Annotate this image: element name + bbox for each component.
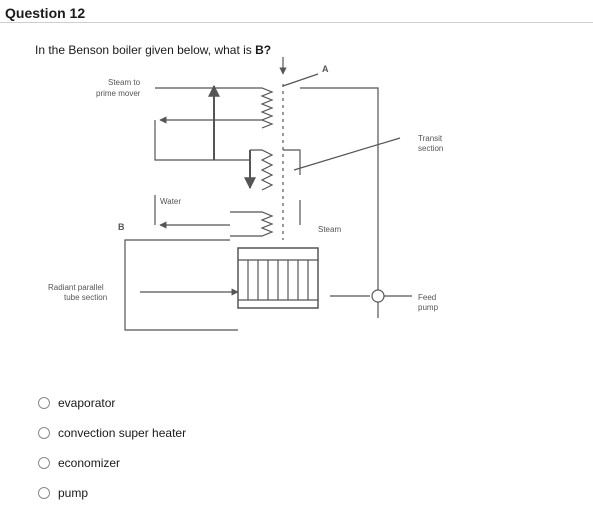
label-pump: pump (418, 303, 439, 312)
label-steam-to: Steam to (108, 78, 141, 87)
pointer-a (282, 73, 319, 87)
label-water: Water (160, 197, 181, 206)
label-steam: Steam (318, 225, 341, 234)
radio-button[interactable] (38, 457, 50, 469)
radiant-section (237, 247, 319, 309)
option-label: evaporator (58, 396, 116, 410)
label-section: section (418, 144, 443, 153)
label-prime-mover: prime mover (96, 89, 141, 98)
label-transit: Transit (418, 134, 443, 143)
option-economizer[interactable]: economizer (38, 448, 186, 478)
label-b: B (118, 222, 125, 232)
answer-options: evaporator convection super heater econo… (38, 388, 186, 508)
radio-button[interactable] (38, 487, 50, 499)
option-convection-super-heater[interactable]: convection super heater (38, 418, 186, 448)
label-feed: Feed (418, 293, 436, 302)
middle-coil (250, 149, 274, 191)
pointer-transit (293, 137, 401, 171)
middle-loop (154, 120, 250, 161)
top-coil (214, 87, 274, 129)
question-text-prefix: In the Benson boiler given below, what i… (35, 43, 256, 57)
radio-button[interactable] (38, 427, 50, 439)
question-header: Question 12 (0, 0, 593, 24)
option-evaporator[interactable]: evaporator (38, 388, 186, 418)
radio-button[interactable] (38, 397, 50, 409)
lower-coil (230, 211, 274, 237)
label-tube-section: tube section (64, 293, 107, 302)
option-label: economizer (58, 456, 121, 470)
question-text: In the Benson boiler given below, what i… (35, 43, 271, 57)
left-outer-loop (124, 239, 238, 331)
question-text-bold: B? (255, 43, 272, 57)
header-divider (0, 22, 593, 23)
option-pump[interactable]: pump (38, 478, 186, 508)
question-title: Question 12 (5, 5, 86, 21)
benson-boiler-diagram: Steam to prime mover A Transit section W… (48, 57, 443, 331)
feed-return-line (300, 87, 379, 290)
feed-pump (371, 289, 385, 303)
option-label: convection super heater (58, 426, 187, 440)
option-label: pump (58, 486, 89, 500)
label-a: A (322, 64, 329, 74)
label-radiant: Radiant parallel (48, 283, 104, 292)
